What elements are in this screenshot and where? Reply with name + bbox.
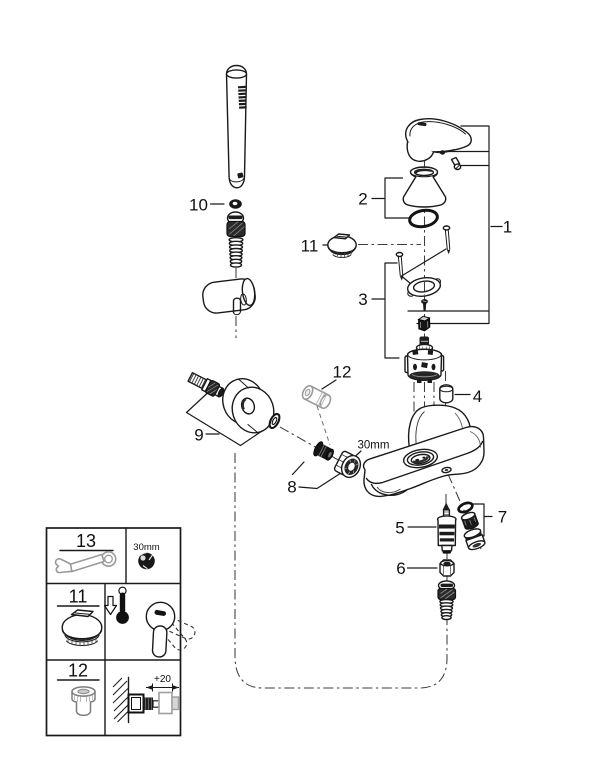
hose-seal-10 xyxy=(229,199,242,209)
union-nut xyxy=(439,559,455,577)
shower-hose-connector xyxy=(226,211,246,268)
indicator-cap xyxy=(327,233,357,258)
wrench-icon xyxy=(54,550,117,574)
leader-12 xyxy=(321,379,337,390)
callout-10: 10 xyxy=(189,196,208,215)
check-valve-cap xyxy=(463,528,486,551)
legend-row-13: 13 30mm xyxy=(54,531,160,574)
hose-routing-line xyxy=(234,453,448,689)
filter-insert xyxy=(313,441,334,461)
handle-set-screw xyxy=(450,156,462,171)
extension-nipple-icon xyxy=(71,686,96,717)
legend-row-11: 11 xyxy=(56,586,196,658)
handle-turn-icon xyxy=(145,601,196,658)
plug xyxy=(439,384,454,404)
screw-hole xyxy=(439,150,446,155)
callout-brackets xyxy=(185,125,503,569)
check-valve-insert xyxy=(460,511,479,530)
bracket-9 xyxy=(185,392,279,447)
bracket-3 xyxy=(371,262,400,359)
callout-6: 6 xyxy=(396,559,405,578)
callout-2: 2 xyxy=(358,190,367,209)
escutcheon-flange xyxy=(406,277,442,297)
cap-dome xyxy=(402,166,447,208)
wall-bracket xyxy=(202,277,256,316)
nut-size-label: 30mm xyxy=(358,440,390,452)
callout-8: 8 xyxy=(287,478,296,497)
cartridge-nut xyxy=(417,315,431,332)
callout-labels: 1 2 3 4 5 6 7 8 9 10 11 12 30mm xyxy=(189,190,512,579)
spray-face xyxy=(237,85,247,109)
callout-5: 5 xyxy=(395,519,404,538)
legend-num-12: 12 xyxy=(68,661,88,681)
callout-4: 4 xyxy=(473,387,482,406)
lever-handle xyxy=(405,118,472,171)
cold-arrow-icon xyxy=(103,595,118,616)
callout-11: 11 xyxy=(301,237,319,256)
hose-spring xyxy=(228,236,244,268)
extension-nipple xyxy=(301,384,332,410)
hand-shower xyxy=(225,64,248,189)
callout-3: 3 xyxy=(358,290,367,309)
legend-dimension: +20 xyxy=(154,674,171,685)
washer xyxy=(268,412,281,430)
legend-num-13: 13 xyxy=(76,531,96,551)
callout-1: 1 xyxy=(503,218,512,237)
diverter-cartridge xyxy=(436,502,457,554)
callout-12: 12 xyxy=(333,363,352,382)
legend-tool-size: 30mm xyxy=(133,542,159,553)
legend-table: 13 30mm 11 xyxy=(45,527,196,737)
extension-position-line xyxy=(316,405,331,446)
wall-mount-icon: +20 xyxy=(112,674,180,724)
mounting-screw-left xyxy=(395,251,404,281)
o-ring xyxy=(408,208,439,229)
bracket-1 xyxy=(407,125,503,325)
bracket-2 xyxy=(371,177,410,219)
callout-9: 9 xyxy=(194,426,203,445)
callout-7: 7 xyxy=(498,508,507,527)
cartridge xyxy=(404,336,445,383)
escutcheon-disc xyxy=(222,378,275,434)
check-valve-o-ring xyxy=(457,501,474,514)
connection-nut xyxy=(333,450,362,479)
mixer-body xyxy=(362,404,485,498)
thermometer-icon xyxy=(116,586,129,624)
s-union-nipple xyxy=(187,371,225,398)
legend-row-12: 12 +20 xyxy=(56,661,180,724)
handle-indicator-slot xyxy=(417,122,427,127)
nut-icon xyxy=(138,552,155,570)
lower-hose-connector xyxy=(437,580,457,621)
handle-screw-hole xyxy=(441,466,452,474)
legend-num-11: 11 xyxy=(69,587,88,607)
bracket-8 xyxy=(291,461,344,490)
indicator-cap-icon xyxy=(61,609,103,647)
cartridge-seat xyxy=(402,448,439,469)
cartridge-screw xyxy=(421,299,428,312)
mounting-screw-right xyxy=(442,225,451,255)
